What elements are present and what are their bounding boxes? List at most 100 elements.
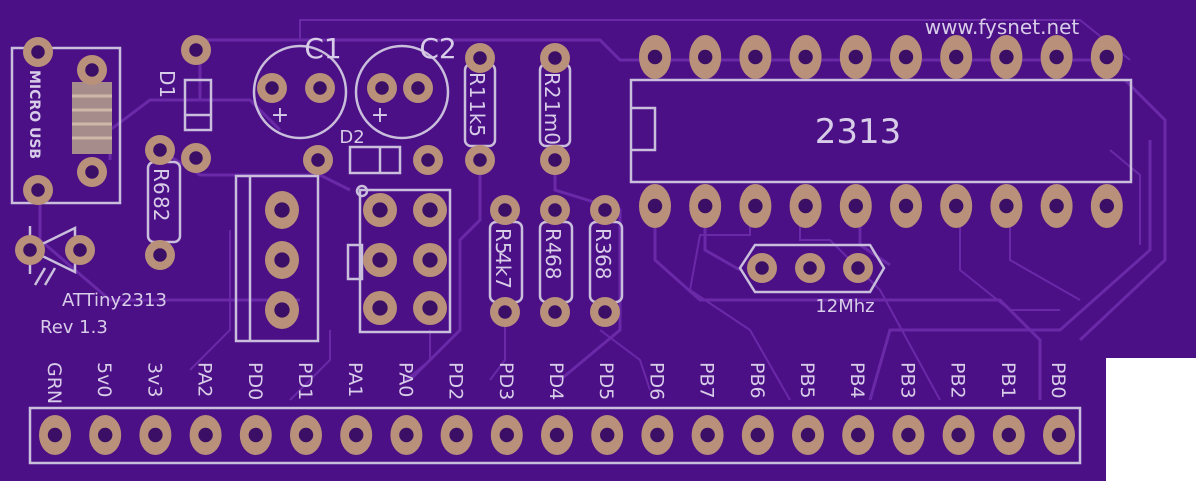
header-pin-pad [89,415,122,455]
pin-label-pb2: PB2 [947,362,969,399]
header-pin-pad [691,415,724,455]
via-pad [65,235,95,265]
ic-pin-pad [839,35,872,79]
pin-label-grn: GRN [43,362,65,404]
regulator-pad [265,191,299,229]
board-name: ATTiny2313 [62,290,167,311]
pin-label-pd1: PD1 [294,362,316,400]
r4-label: R4 [541,228,565,255]
header-pin-pad [741,415,774,455]
ic-pin-pad [689,35,722,79]
isp-pad [363,243,397,277]
header-pin-pad [39,415,71,455]
header-pin-pad [641,415,674,455]
diode-d2: D2 [339,127,402,175]
pin-label-pd4: PD4 [545,362,567,400]
r3-value: 68 [591,254,615,279]
micro-usb-connector: MICRO USB [10,46,122,205]
c1-label: C1 [304,32,341,65]
pin-label-pb5: PB5 [796,362,818,399]
via-pad [540,145,570,175]
pin-label-pa0: PA0 [394,362,416,397]
header-pin-pad [239,415,272,455]
via-pad [305,73,335,103]
via-pad [465,145,495,175]
header-pin-pad [892,415,925,455]
ic-pin-pad [1090,184,1123,228]
via-pad [795,253,825,283]
via-pad [77,157,107,187]
ic-label: 2313 [815,112,902,152]
resistor-r4: R4 68 [538,220,574,304]
ic-pin-pad [940,184,973,228]
via-pad [181,35,211,65]
ic-pin-pad [990,35,1023,79]
isp-pad [413,243,447,277]
ic-pin-pad [1040,35,1073,79]
r4-value: 68 [541,254,565,279]
ic-pin-pad [739,35,772,79]
via-pad [540,297,570,327]
ic-pin-pad [890,184,922,228]
resistor-r5: R5 4k7 [488,220,524,304]
header-pin-pad [992,415,1025,455]
regulator-pad [265,241,299,279]
d1-label: D1 [155,70,179,98]
header-pin-pad [290,415,322,455]
ic-pin-pad [990,184,1023,228]
pin-label-pb0: PB0 [1047,362,1069,399]
via-pad [490,297,520,327]
board-url: www.fysnet.net [925,15,1080,39]
via-pad [145,135,175,165]
d2-label: D2 [339,127,364,148]
via-pad [77,55,107,85]
pin-label-pb4: PB4 [846,362,868,399]
via-pad [181,143,211,173]
header-pin-pad [792,415,824,455]
pin-label-pb1: PB1 [997,362,1019,399]
ic-attiny2313: 2313 [629,78,1133,184]
ic-pin-pad [789,35,822,79]
header-pin-pad [189,415,222,455]
header-pin-pad [842,415,875,455]
ic-pin-pad [1040,184,1073,228]
pin-label-pb7: PB7 [696,362,718,399]
c2-polarity: + [371,103,389,128]
via-pad [367,73,397,103]
via-pad [23,37,53,67]
via-pad [23,175,53,205]
isp-pad [413,291,447,325]
regulator-pad [265,291,299,329]
capacitor-c1: C1 + [252,32,348,140]
pin-label-pa2: PA2 [194,362,216,397]
via-pad [403,73,433,103]
isp-pad [363,291,397,325]
via-pad [747,253,777,283]
via-pad [465,43,495,73]
header-pin-pad [139,415,172,455]
ic-pin-pad [839,184,872,228]
header-pin-pad [541,415,573,455]
isp-pad [413,193,447,227]
pin-label-pd5: PD5 [595,362,617,400]
header-pin-pad [390,415,423,455]
via-pad [257,73,287,103]
r3-label: R3 [591,228,615,255]
header-pin-pad [942,415,975,455]
crystal-label: 12Mhz [815,296,874,317]
r1-value: 1k5 [465,100,489,137]
isp-pad [363,193,397,227]
r2-value: 1m0 [540,100,564,145]
resistor-r3: R3 68 [588,220,624,304]
ic-pin-pad [639,184,671,228]
ic-pin-pad [940,35,973,79]
c2-label: C2 [419,32,456,65]
via-pad [590,297,620,327]
ic-pin-pad [689,184,722,228]
r5-value: 4k7 [491,252,515,289]
ic-pin-pad [1090,35,1123,79]
pin-label-pd2: PD2 [445,362,467,400]
capacitor-c2: C2 + [354,32,457,140]
